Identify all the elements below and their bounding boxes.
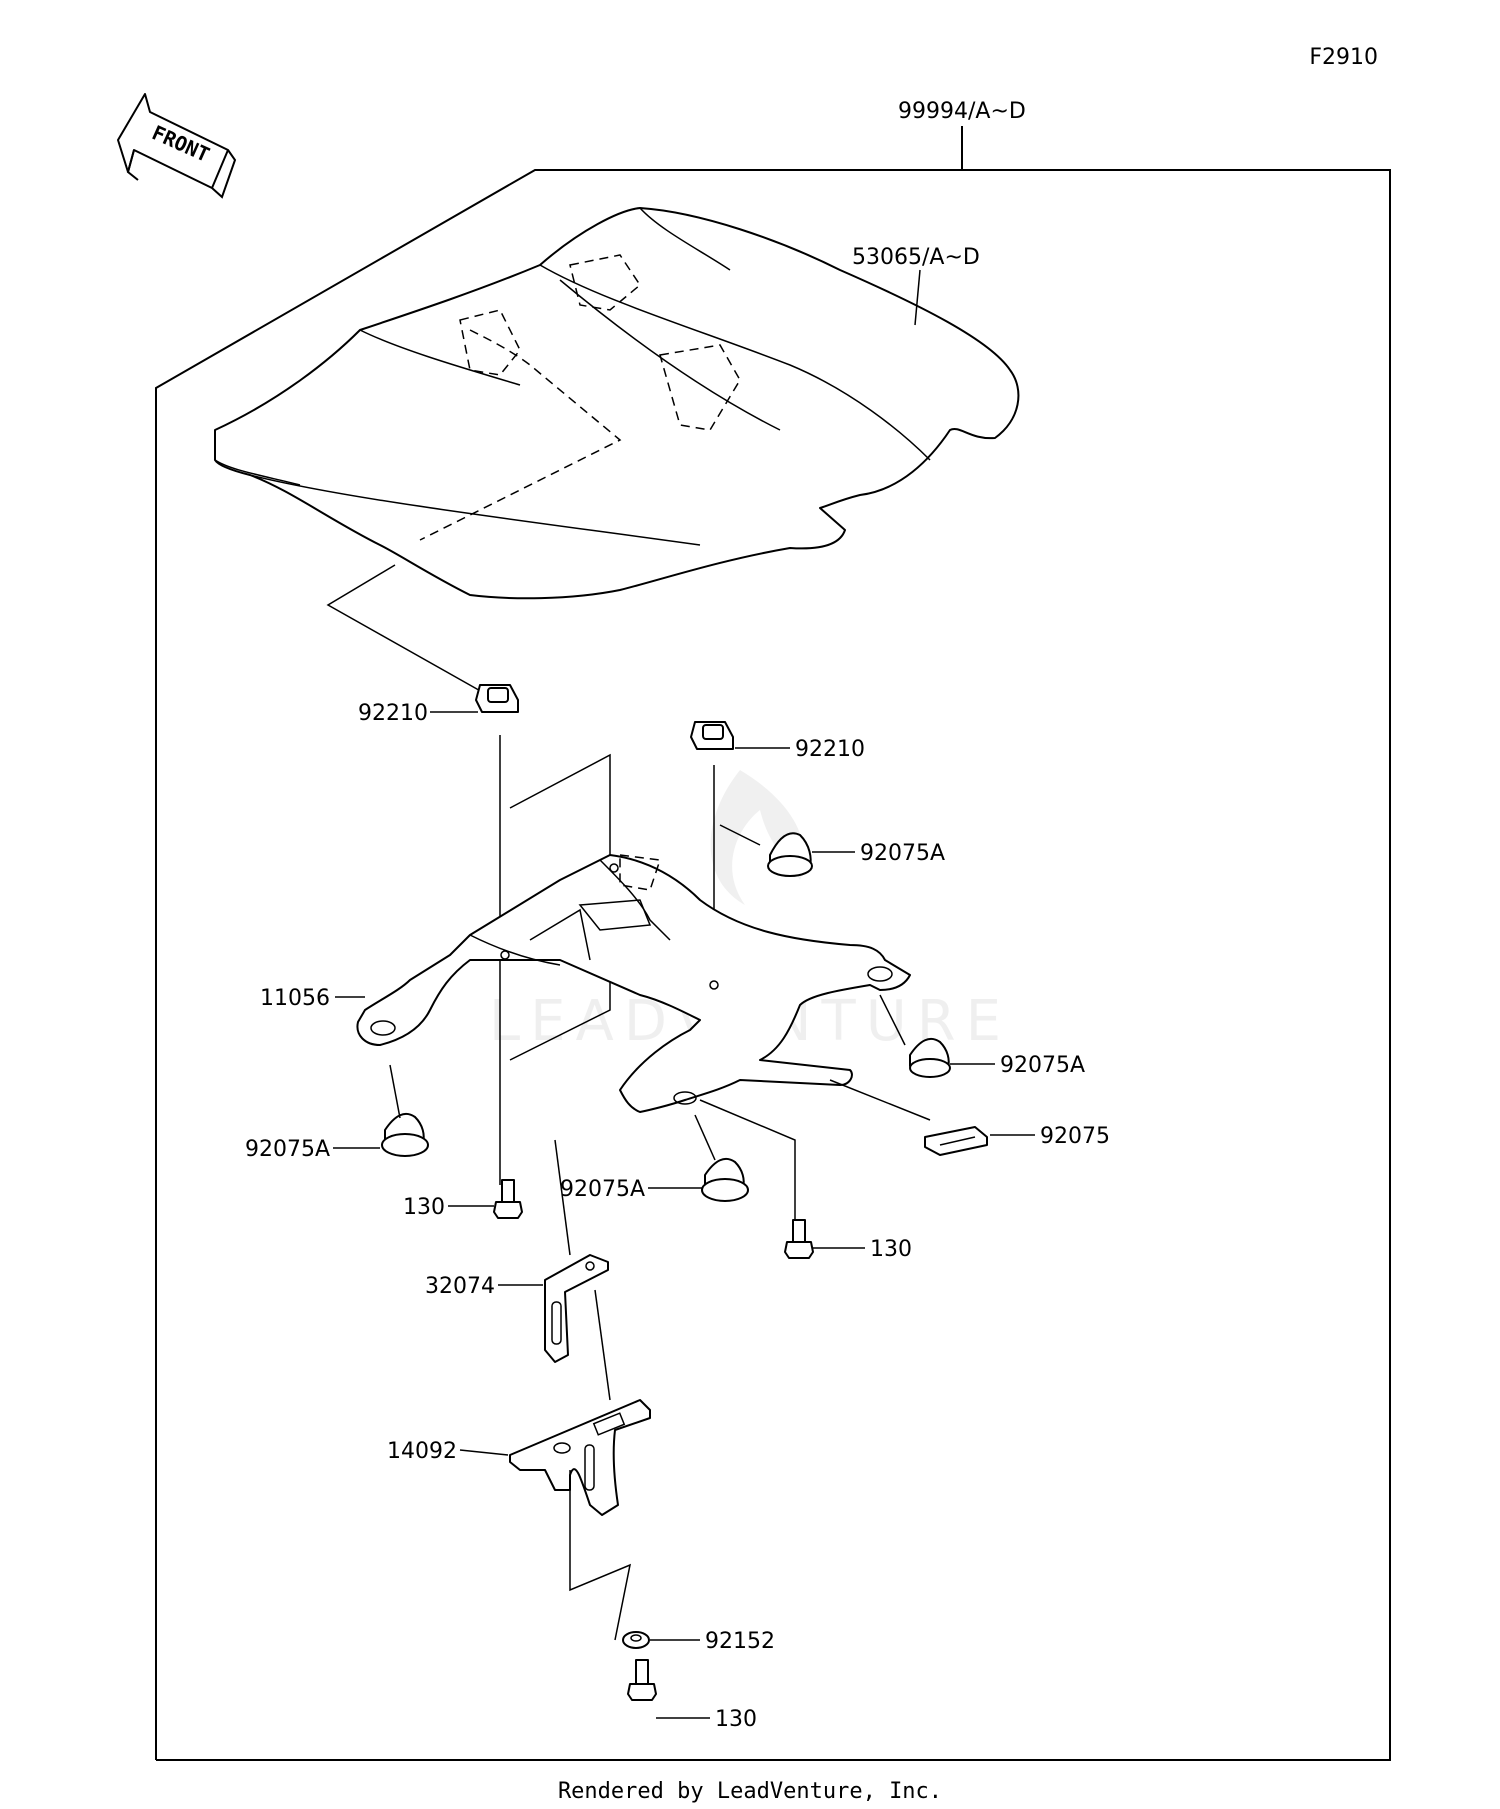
leader-damper bbox=[719, 824, 761, 846]
svg-text:92210: 92210 bbox=[358, 701, 428, 726]
seat-cover-icon bbox=[214, 207, 1020, 600]
leader-damper bbox=[879, 994, 906, 1046]
label-p4: 92210 bbox=[735, 737, 865, 762]
leader-seat-clip bbox=[326, 564, 485, 694]
svg-text:99994/A~D: 99994/A~D bbox=[898, 99, 1026, 124]
washer-icon bbox=[622, 1631, 650, 1649]
leader-stay bbox=[554, 1139, 571, 1256]
rubber-pad-icon bbox=[924, 1126, 988, 1156]
svg-text:92075A: 92075A bbox=[860, 841, 945, 866]
seat-lock-bracket-icon bbox=[509, 1399, 651, 1516]
label-p6: 11056 bbox=[260, 986, 365, 1011]
footer-credit: Rendered by LeadVenture, Inc. bbox=[558, 1779, 942, 1804]
label-p2: 53065/A~D bbox=[852, 245, 980, 326]
label-p10: 130 bbox=[403, 1195, 494, 1220]
bolt-icon bbox=[493, 1179, 523, 1219]
label-p13: 32074 bbox=[425, 1274, 543, 1299]
label-p12: 130 bbox=[813, 1237, 912, 1262]
label-p5: 92075A bbox=[812, 841, 945, 866]
seat-bracket-icon bbox=[356, 854, 911, 1113]
rubber-damper-icon bbox=[381, 1112, 429, 1157]
label-p15: 92152 bbox=[650, 1629, 775, 1654]
label-p9: 92075 bbox=[990, 1124, 1110, 1149]
clip-nut-icon bbox=[690, 721, 734, 750]
rubber-damper-icon bbox=[767, 832, 813, 877]
svg-text:14092: 14092 bbox=[387, 1439, 457, 1464]
rubber-damper-icon bbox=[909, 1037, 951, 1078]
leader-stay bbox=[594, 1289, 611, 1401]
bolt-icon bbox=[627, 1659, 657, 1701]
label-p3: 92210 bbox=[358, 701, 478, 726]
svg-text:92075A: 92075A bbox=[560, 1177, 645, 1202]
leader-pad bbox=[829, 1079, 931, 1121]
svg-text:11056: 11056 bbox=[260, 986, 330, 1011]
svg-text:92075A: 92075A bbox=[1000, 1053, 1085, 1078]
svg-text:130: 130 bbox=[403, 1195, 445, 1220]
svg-text:130: 130 bbox=[870, 1237, 912, 1262]
svg-text:92075A: 92075A bbox=[245, 1137, 330, 1162]
diagram-id: F2910 bbox=[1309, 45, 1378, 70]
label-p11: 92075A bbox=[560, 1177, 702, 1202]
label-p1: 99994/A~D bbox=[898, 99, 1026, 124]
leader-bolt bbox=[699, 1099, 796, 1230]
svg-text:92075: 92075 bbox=[1040, 1124, 1110, 1149]
front-arrow-icon: FRONT bbox=[117, 93, 237, 199]
label-p16: 130 bbox=[656, 1707, 757, 1732]
leader-damper bbox=[389, 1064, 401, 1119]
clip-nut-icon bbox=[475, 684, 519, 713]
rubber-damper-icon bbox=[701, 1157, 749, 1202]
svg-text:92210: 92210 bbox=[795, 737, 865, 762]
stay-bracket-icon bbox=[544, 1254, 609, 1363]
label-p14: 14092 bbox=[387, 1439, 509, 1464]
svg-text:32074: 32074 bbox=[425, 1274, 495, 1299]
bolt-icon bbox=[784, 1219, 814, 1259]
svg-text:130: 130 bbox=[715, 1707, 757, 1732]
svg-text:92152: 92152 bbox=[705, 1629, 775, 1654]
label-p7: 92075A bbox=[950, 1053, 1085, 1078]
leader-damper bbox=[694, 1114, 716, 1161]
leader-bracket bbox=[569, 1470, 632, 1641]
svg-text:53065/A~D: 53065/A~D bbox=[852, 245, 980, 270]
assembly-frame bbox=[155, 126, 1391, 1761]
label-p8: 92075A bbox=[245, 1137, 380, 1162]
